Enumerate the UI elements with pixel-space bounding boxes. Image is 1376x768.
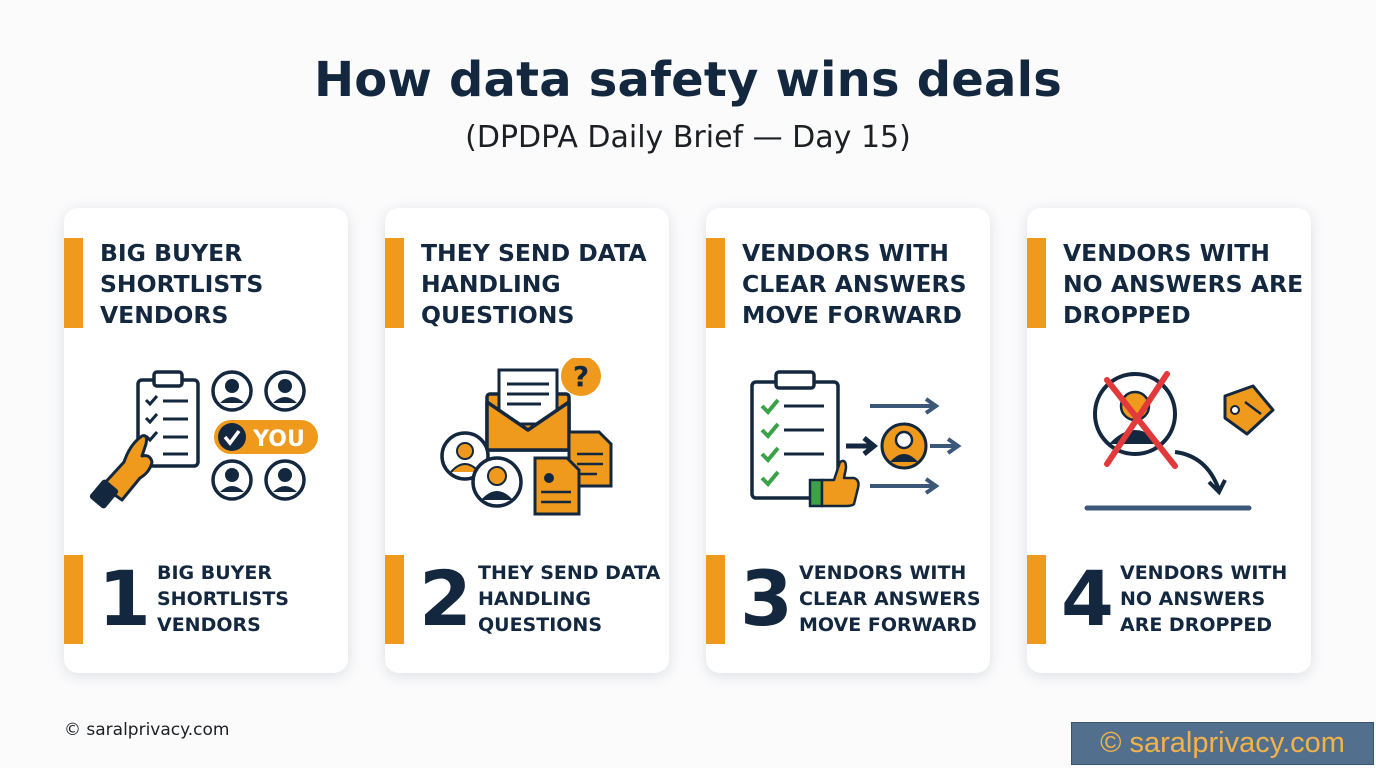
accent-bar [706, 555, 725, 644]
price-tag-icon [1223, 384, 1275, 436]
accent-bar [64, 238, 83, 328]
person-icon [440, 431, 523, 508]
crossed-out-person-icon [1093, 371, 1178, 469]
illustration: YOU [89, 370, 318, 509]
footer-copyright: © saralprivacy.com [64, 720, 230, 740]
question-mark-icon: ? [561, 358, 601, 396]
illustration: ? [440, 358, 613, 516]
person-icon [880, 422, 928, 470]
step-caption: VENDORS WITH CLEAR ANSWERS MOVE FORWARD [799, 562, 981, 636]
you-badge-label: YOU [252, 427, 305, 452]
accent-bar [706, 238, 725, 328]
illustration [1084, 371, 1275, 511]
you-badge: YOU [214, 420, 318, 454]
step-card-1: BIG BUYER SHORTLISTS VENDORS [64, 208, 348, 673]
step-number: 2 [419, 554, 472, 643]
envelope-icon [485, 368, 571, 452]
page-title: How data safety wins deals [313, 52, 1063, 108]
pointing-hand-icon [89, 434, 154, 509]
step-caption: THEY SEND DATA HANDLING QUESTIONS [478, 562, 661, 636]
page-subtitle: (DPDPA Daily Brief — Day 15) [465, 120, 911, 155]
step-card-4: VENDORS WITH NO ANSWERS ARE DROPPED 4 VE… [1027, 208, 1311, 673]
accent-bar [64, 555, 83, 644]
accent-bar [385, 238, 404, 328]
step-caption: BIG BUYER SHORTLISTS VENDORS [157, 562, 289, 636]
step-number: 3 [740, 554, 793, 643]
illustration [750, 370, 962, 508]
document-icon [533, 430, 613, 516]
step-card-3: VENDORS WITH CLEAR ANSWERS MOVE FORWARD [706, 208, 990, 673]
clipboard-checklist-icon [750, 370, 840, 500]
accent-bar [385, 555, 404, 644]
step-heading: VENDORS WITH CLEAR ANSWERS MOVE FORWARD [742, 239, 967, 329]
step-heading: VENDORS WITH NO ANSWERS ARE DROPPED [1063, 239, 1304, 329]
down-arrow-icon [1174, 450, 1227, 496]
thumbs-up-icon [808, 459, 860, 508]
step-heading: BIG BUYER SHORTLISTS VENDORS [100, 239, 264, 329]
watermark-badge: © saralprivacy.com [1071, 722, 1374, 765]
accent-bar [1027, 555, 1046, 644]
arrow-right-icon [846, 397, 962, 495]
step-number: 4 [1061, 554, 1114, 643]
accent-bar [1027, 238, 1046, 328]
step-heading: THEY SEND DATA HANDLING QUESTIONS [421, 239, 647, 329]
step-card-2: THEY SEND DATA HANDLING QUESTIONS ? [385, 208, 669, 673]
step-number: 1 [98, 554, 151, 643]
clipboard-checklist-icon [136, 370, 200, 468]
person-icon [211, 370, 306, 501]
step-caption: VENDORS WITH NO ANSWERS ARE DROPPED [1120, 562, 1288, 636]
question-badge-label: ? [573, 360, 589, 393]
